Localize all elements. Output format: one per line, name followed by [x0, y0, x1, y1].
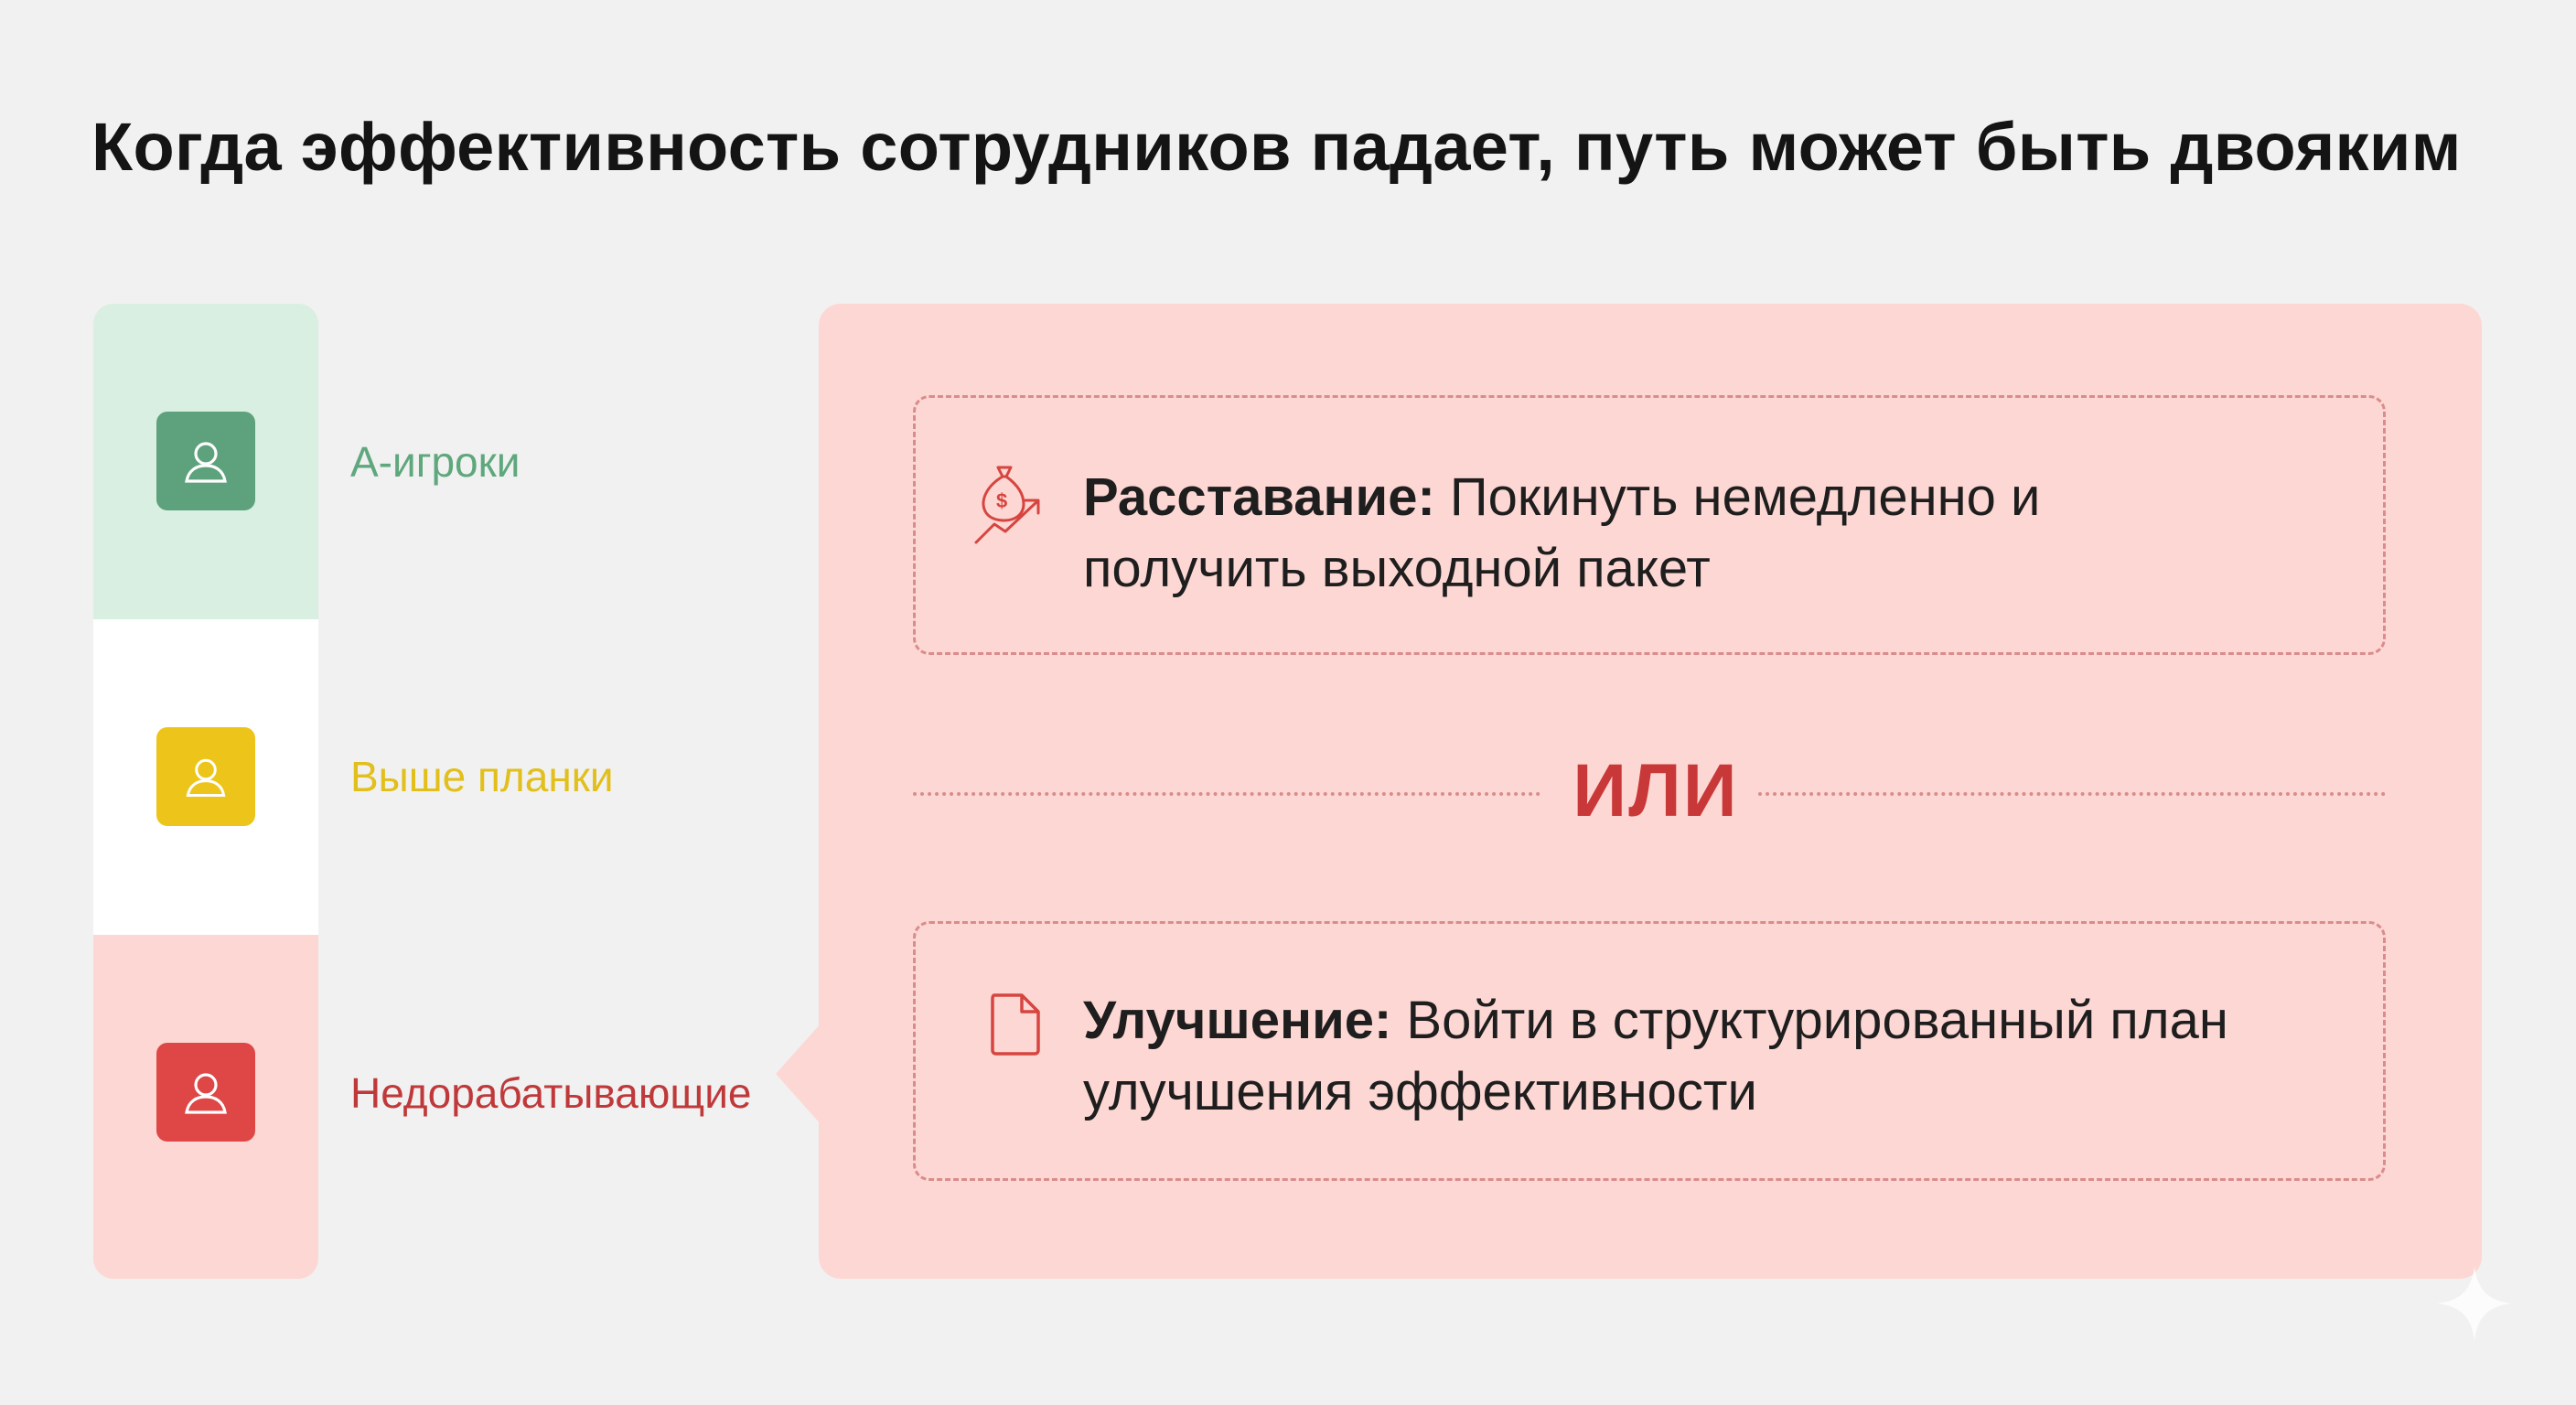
option-improvement-line2: улучшения эффективности [1083, 1062, 1757, 1121]
separator-line-right [1758, 792, 2386, 796]
tier-label-a-players: А-игроки [350, 438, 521, 486]
option-separation: $ Расставание: Покинуть немедленно и пол… [913, 395, 2386, 655]
page-title: Когда эффективность сотрудников падает, … [91, 109, 2462, 185]
option-improvement-text: Улучшение: Войти в структурированный пла… [1083, 985, 2345, 1128]
user-icon [156, 727, 255, 826]
separator-line-left [913, 792, 1540, 796]
option-improvement-line1: Войти в структурированный план [1406, 991, 2228, 1050]
tier-label-underperformers: Недорабатывающие [350, 1069, 752, 1117]
separator-or: ИЛИ [1572, 749, 1739, 832]
tier-strip [93, 304, 318, 1279]
sparkle-icon [2433, 1262, 2516, 1349]
option-separation-line1: Покинуть немедленно и [1449, 467, 2041, 527]
money-bag-growth-icon: $ [967, 458, 1057, 552]
outcomes-panel [819, 304, 2482, 1279]
user-icon [156, 1043, 255, 1142]
callout-pointer [776, 1023, 821, 1125]
svg-text:$: $ [996, 489, 1007, 512]
option-improvement-heading: Улучшение: [1083, 991, 1392, 1050]
user-icon [156, 412, 255, 510]
option-separation-text: Расставание: Покинуть немедленно и получ… [1083, 462, 2345, 605]
document-icon [987, 990, 1044, 1064]
tier-label-above-bar: Выше планки [350, 753, 614, 800]
option-separation-line2: получить выходной пакет [1083, 539, 1711, 598]
option-separation-heading: Расставание: [1083, 467, 1435, 527]
option-improvement: Улучшение: Войти в структурированный пла… [913, 921, 2386, 1181]
